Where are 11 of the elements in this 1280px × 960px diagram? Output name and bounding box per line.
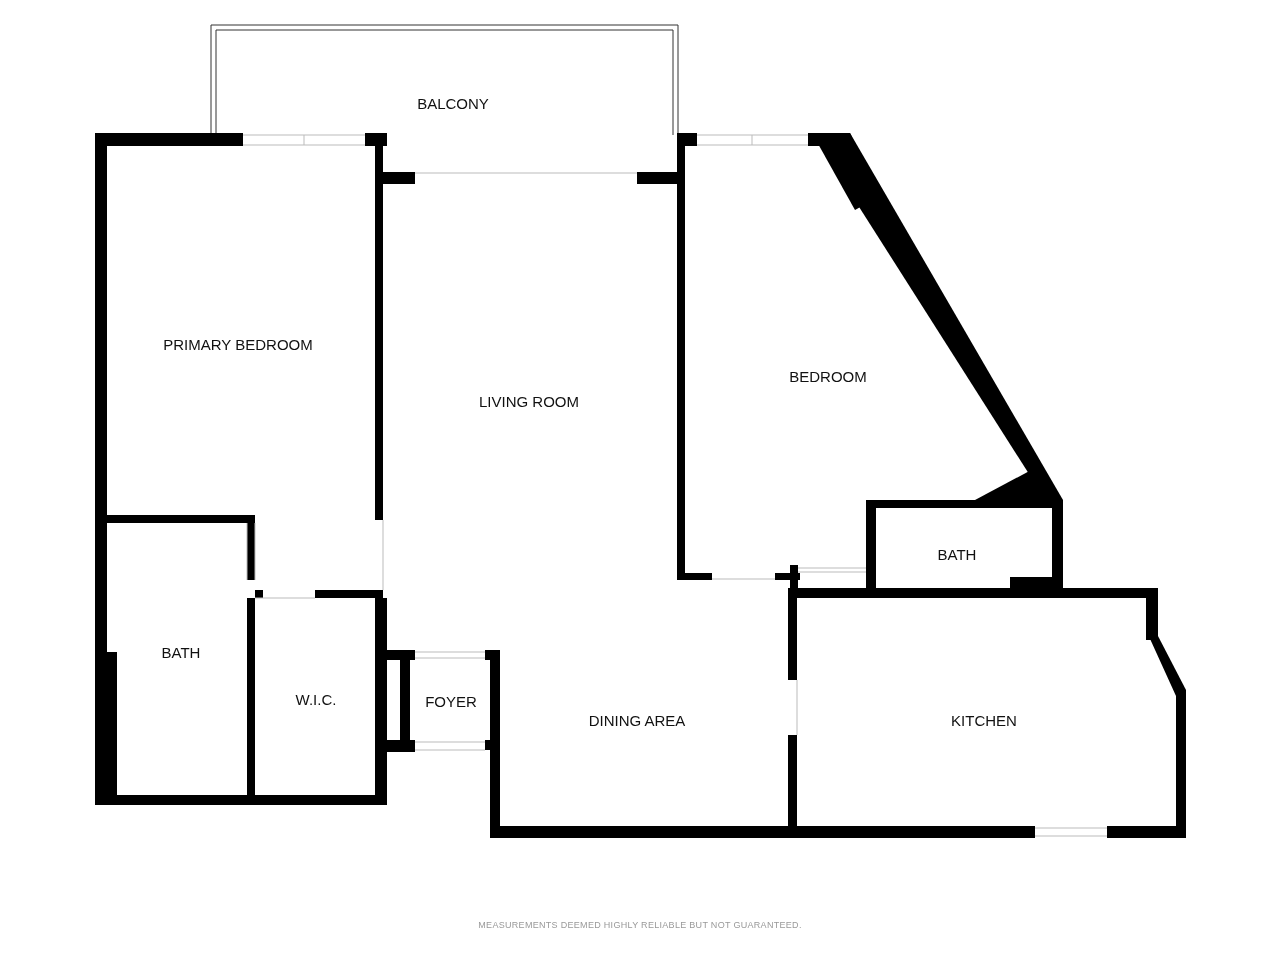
room-label: BALCONY <box>417 94 489 112</box>
room-label: BATH <box>937 545 977 563</box>
room-label: FOYER <box>425 692 477 710</box>
room-label: DINING AREA <box>588 711 686 729</box>
room-label: LIVING ROOM <box>479 392 579 410</box>
room-label: KITCHEN <box>951 711 1017 729</box>
room-label: BATH <box>161 643 201 661</box>
room-label: W.I.C. <box>295 690 337 708</box>
room-label: BEDROOM <box>789 367 867 385</box>
disclaimer-note: MEASUREMENTS DEEMED HIGHLY RELIABLE BUT NOT GUARANTEED. <box>478 920 802 930</box>
room-label: PRIMARY BEDROOM <box>163 335 313 353</box>
